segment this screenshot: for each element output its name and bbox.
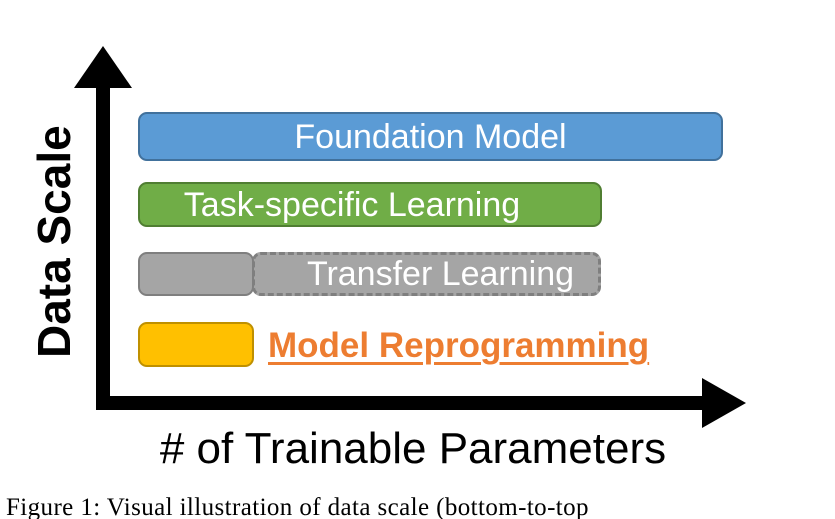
x-axis-label: # of Trainable Parameters [159,424,667,473]
bar-foundation-model: Foundation Model [138,112,723,161]
y-axis-label: Data Scale [28,125,80,358]
x-axis-arrowhead [702,378,746,428]
bar-label-transfer-learning: Transfer Learning [306,255,575,293]
bar-transfer-learning-trainable-segment [138,252,254,296]
y-axis-shaft [96,80,110,410]
bar-transfer-learning-frozen-segment: Transfer Learning [252,252,601,296]
bar-model-reprogramming [138,322,254,367]
figure-caption: Figure 1: Visual illustration of data sc… [6,494,589,519]
bar-label-model-reprogramming: Model Reprogramming [268,326,650,365]
bar-label-task-specific-learning: Task-specific Learning [183,185,521,224]
x-axis-shaft [96,396,708,410]
bar-label-foundation-model: Foundation Model [294,117,567,156]
y-axis-arrowhead [74,46,132,88]
bar-task-specific-learning: Task-specific Learning [138,182,602,227]
